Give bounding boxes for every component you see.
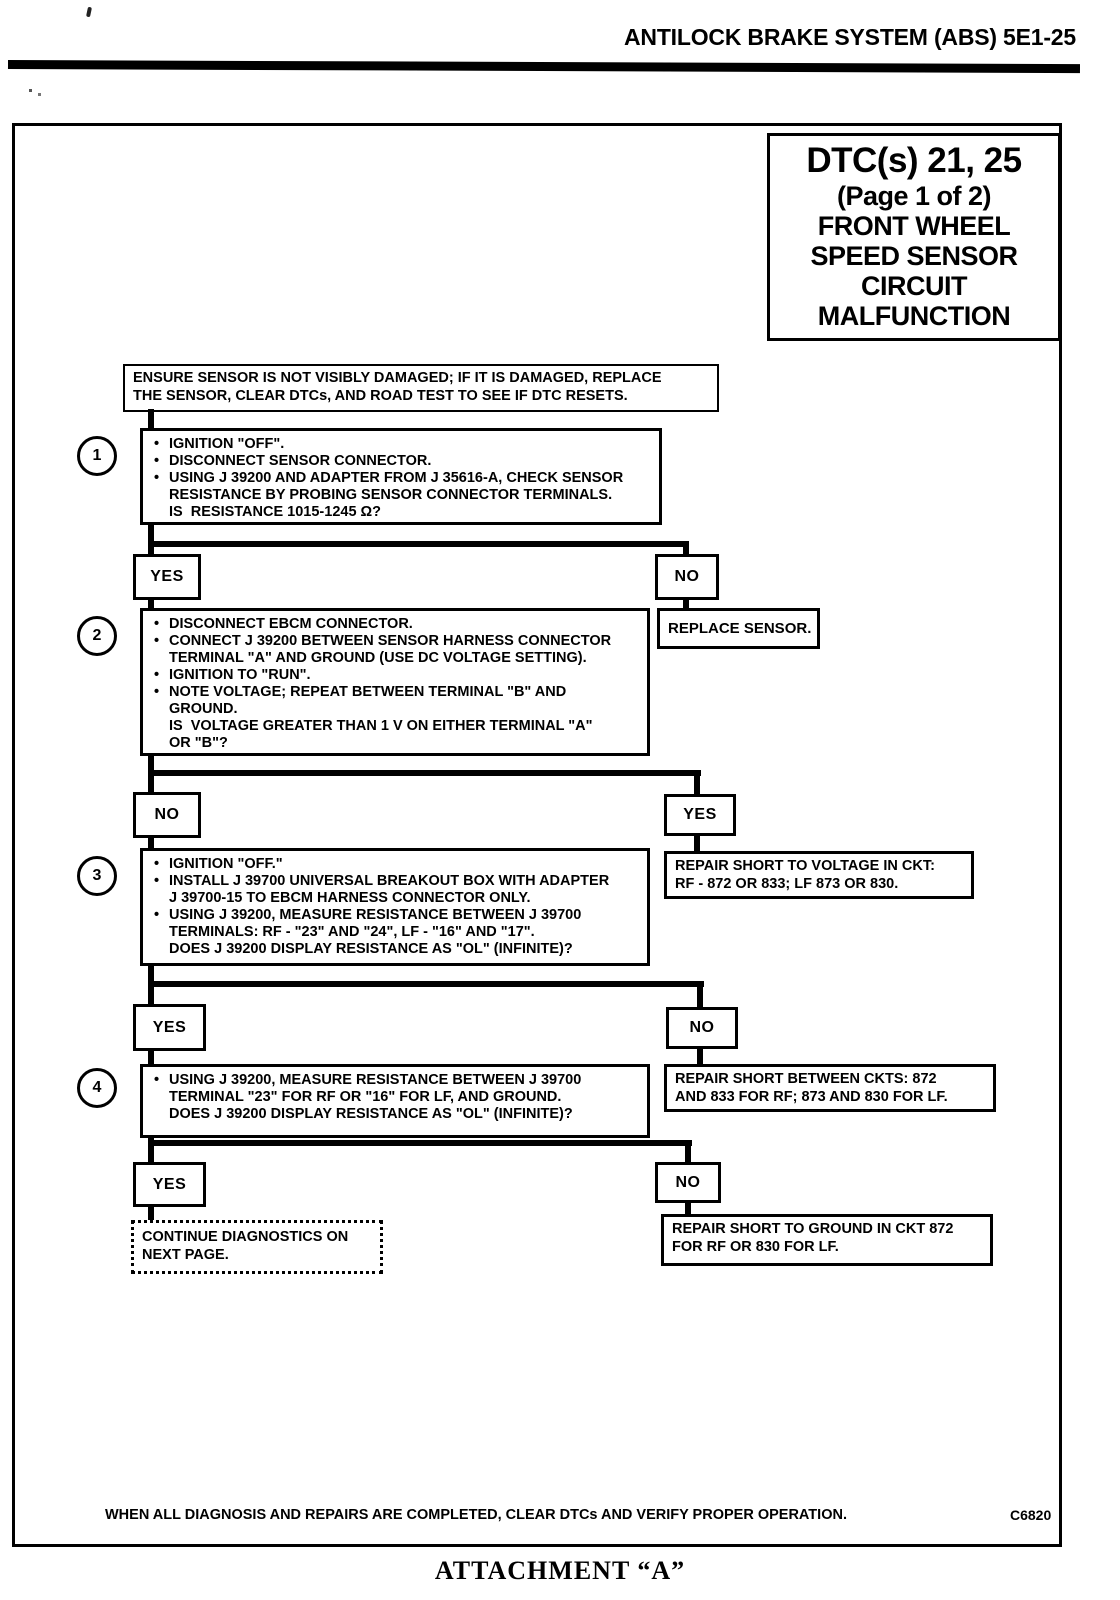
outcome-repair-short-voltage: REPAIR SHORT TO VOLTAGE IN CKT: RF - 872… <box>664 851 974 899</box>
connector <box>685 1202 691 1215</box>
dtc-title-box: DTC(s) 21, 25 (Page 1 of 2) FRONT WHEEL … <box>767 133 1061 341</box>
outcome-continue-next-page: CONTINUE DIAGNOSTICS ON NEXT PAGE. <box>131 1220 383 1274</box>
step-2-bullet: DISCONNECT EBCM CONNECTOR. <box>154 616 639 633</box>
decision-4-no: NO <box>655 1162 721 1203</box>
connector <box>148 541 689 547</box>
step-3-bullet: USING J 39200, MEASURE RESISTANCE BETWEE… <box>154 907 639 941</box>
dtc-page-indicator: (Page 1 of 2) <box>836 181 992 211</box>
step-3-question: DOES J 39200 DISPLAY RESISTANCE AS "OL" … <box>169 941 573 957</box>
step-number-2: 2 <box>77 616 117 656</box>
connector <box>148 981 704 987</box>
attachment-label: ATTACHMENT “A” <box>434 1556 686 1585</box>
decision-2-yes: YES <box>664 794 736 836</box>
dtc-subtitle-line: FRONT WHEEL <box>817 211 1011 241</box>
scan-artifact <box>38 93 41 96</box>
dtc-subtitle-line: MALFUNCTION <box>817 301 1011 331</box>
dtc-title: DTC(s) 21, 25 <box>806 141 1022 180</box>
step-2-bullet: IGNITION TO "RUN". <box>154 667 639 684</box>
scan-artifact <box>86 6 92 18</box>
decision-1-no: NO <box>655 554 719 600</box>
step-3-bullet: INSTALL J 39700 UNIVERSAL BREAKOUT BOX W… <box>154 873 639 907</box>
intro-box: ENSURE SENSOR IS NOT VISIBLY DAMAGED; IF… <box>123 364 719 412</box>
connector <box>148 837 154 849</box>
decision-4-yes: YES <box>133 1162 206 1207</box>
connector <box>148 599 154 609</box>
connector <box>697 1048 703 1065</box>
step-2-bullet: NOTE VOLTAGE; REPEAT BETWEEN TERMINAL "B… <box>154 684 639 718</box>
connector <box>694 835 700 852</box>
connector <box>148 1050 154 1065</box>
scan-artifact <box>29 89 32 92</box>
outcome-repair-short-ground: REPAIR SHORT TO GROUND IN CKT 872 FOR RF… <box>661 1214 993 1266</box>
step-2-bullet: CONNECT J 39200 BETWEEN SENSOR HARNESS C… <box>154 633 639 667</box>
step-1-question: IS RESISTANCE 1015-1245 Ω? <box>169 504 382 520</box>
step-number-1: 1 <box>77 436 117 476</box>
step-1-bullet: IGNITION "OFF". <box>154 436 651 453</box>
connector <box>685 1140 691 1163</box>
step-2-question: IS VOLTAGE GREATER THAN 1 V ON EITHER TE… <box>169 718 593 751</box>
dtc-subtitle-line: SPEED SENSOR <box>810 241 1018 271</box>
connector <box>683 599 689 609</box>
step-3-box: IGNITION "OFF." INSTALL J 39700 UNIVERSA… <box>140 848 650 966</box>
header-rule <box>7 60 1081 74</box>
step-number-4: 4 <box>77 1068 117 1108</box>
connector <box>694 770 700 795</box>
footer-note: WHEN ALL DIAGNOSIS AND REPAIRS ARE COMPL… <box>105 1507 847 1523</box>
connector <box>148 1140 692 1146</box>
decision-2-no: NO <box>133 792 201 838</box>
step-2-box: DISCONNECT EBCM CONNECTOR. CONNECT J 392… <box>140 608 650 756</box>
connector <box>148 1137 154 1163</box>
step-4-bullet: USING J 39200, MEASURE RESISTANCE BETWEE… <box>154 1072 639 1106</box>
connector <box>697 981 703 1008</box>
connector <box>683 541 689 555</box>
step-1-bullet: USING J 39200 AND ADAPTER FROM J 35616-A… <box>154 470 651 504</box>
connector <box>148 1206 154 1221</box>
connector <box>148 522 154 556</box>
step-1-box: IGNITION "OFF". DISCONNECT SENSOR CONNEC… <box>140 428 662 525</box>
connector <box>148 770 701 776</box>
step-3-bullet: IGNITION "OFF." <box>154 856 639 873</box>
connector <box>148 409 154 429</box>
decision-3-yes: YES <box>133 1004 206 1051</box>
figure-code: C6820 <box>1010 1507 1052 1523</box>
outcome-replace-sensor: REPLACE SENSOR. <box>657 608 820 649</box>
step-number-3: 3 <box>77 856 117 896</box>
step-1-bullet: DISCONNECT SENSOR CONNECTOR. <box>154 453 651 470</box>
outcome-repair-short-between: REPAIR SHORT BETWEEN CKTS: 872 AND 833 F… <box>664 1064 996 1112</box>
page-header: ANTILOCK BRAKE SYSTEM (ABS) 5E1-25 <box>624 24 1076 50</box>
decision-3-no: NO <box>666 1007 738 1049</box>
step-4-question: DOES J 39200 DISPLAY RESISTANCE AS "OL" … <box>169 1106 573 1122</box>
step-4-box: USING J 39200, MEASURE RESISTANCE BETWEE… <box>140 1064 650 1138</box>
dtc-subtitle-line: CIRCUIT <box>861 271 968 301</box>
decision-1-yes: YES <box>133 554 201 600</box>
flowchart-frame <box>12 123 1062 1547</box>
